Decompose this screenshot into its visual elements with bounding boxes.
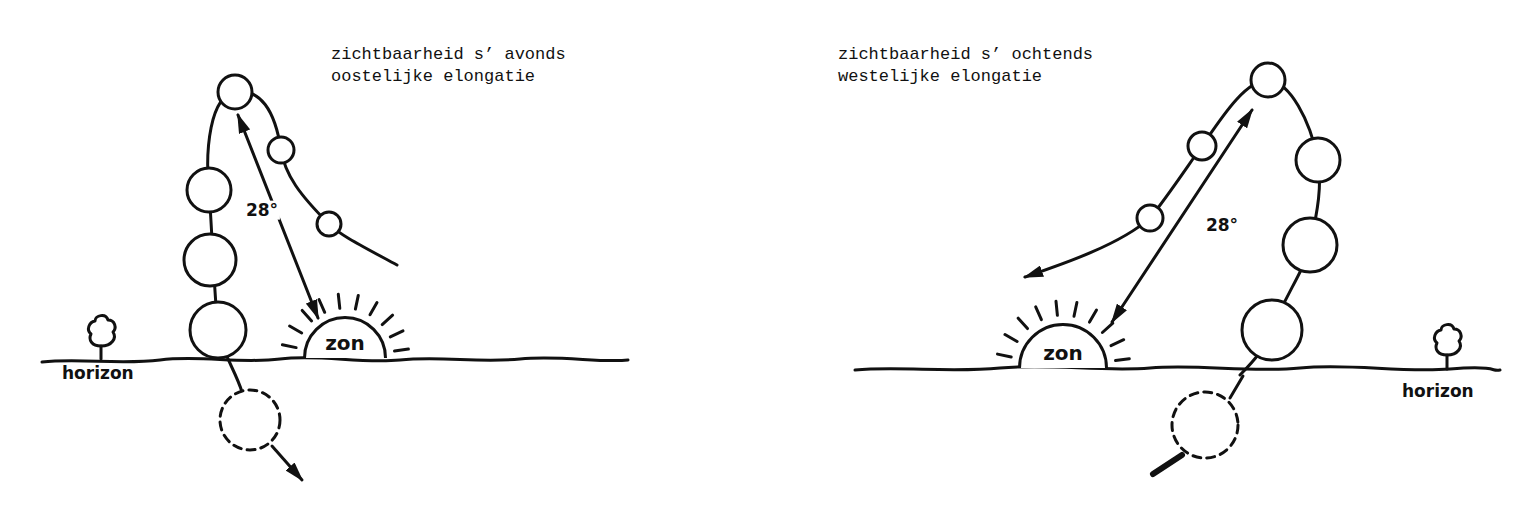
planet-hidden <box>1172 392 1238 458</box>
planet <box>268 137 294 163</box>
planet <box>1188 132 1216 160</box>
angle-label: 28° <box>1204 216 1240 235</box>
horizon-label: horizon <box>62 364 134 383</box>
planet <box>1242 300 1302 360</box>
planet <box>1283 218 1337 272</box>
angle-label: 28° <box>244 201 280 220</box>
planet-hidden <box>220 390 280 450</box>
tree-crown <box>88 316 115 346</box>
angle-arrow <box>1112 110 1252 322</box>
planet <box>1137 205 1163 231</box>
planet <box>317 212 341 236</box>
planet <box>184 234 236 286</box>
view-heading: zichtbaarheid s’ avonds oostelijke elong… <box>331 44 576 88</box>
tree-crown <box>1434 325 1461 355</box>
planet-path-below <box>1153 455 1182 474</box>
sun-shape: zon <box>303 316 387 358</box>
sun-label: zon <box>303 333 387 353</box>
sun-shape: zon <box>1018 323 1108 368</box>
horizon-line <box>855 366 1500 370</box>
angle-arrow <box>238 115 318 318</box>
planet <box>1296 138 1340 182</box>
horizon-label: horizon <box>1402 382 1474 401</box>
planet <box>218 75 252 109</box>
tree-trunk <box>100 346 103 359</box>
sun-label: zon <box>1018 343 1108 363</box>
planet <box>187 168 231 212</box>
planet <box>1251 63 1285 97</box>
planet-path-below <box>1230 376 1243 398</box>
horizon-line <box>42 358 628 362</box>
tree-trunk <box>1446 355 1449 369</box>
view-heading: zichtbaarheid s’ ochtends westelijke elo… <box>838 44 1103 88</box>
planet-path-below <box>272 446 302 480</box>
planet <box>190 302 246 358</box>
